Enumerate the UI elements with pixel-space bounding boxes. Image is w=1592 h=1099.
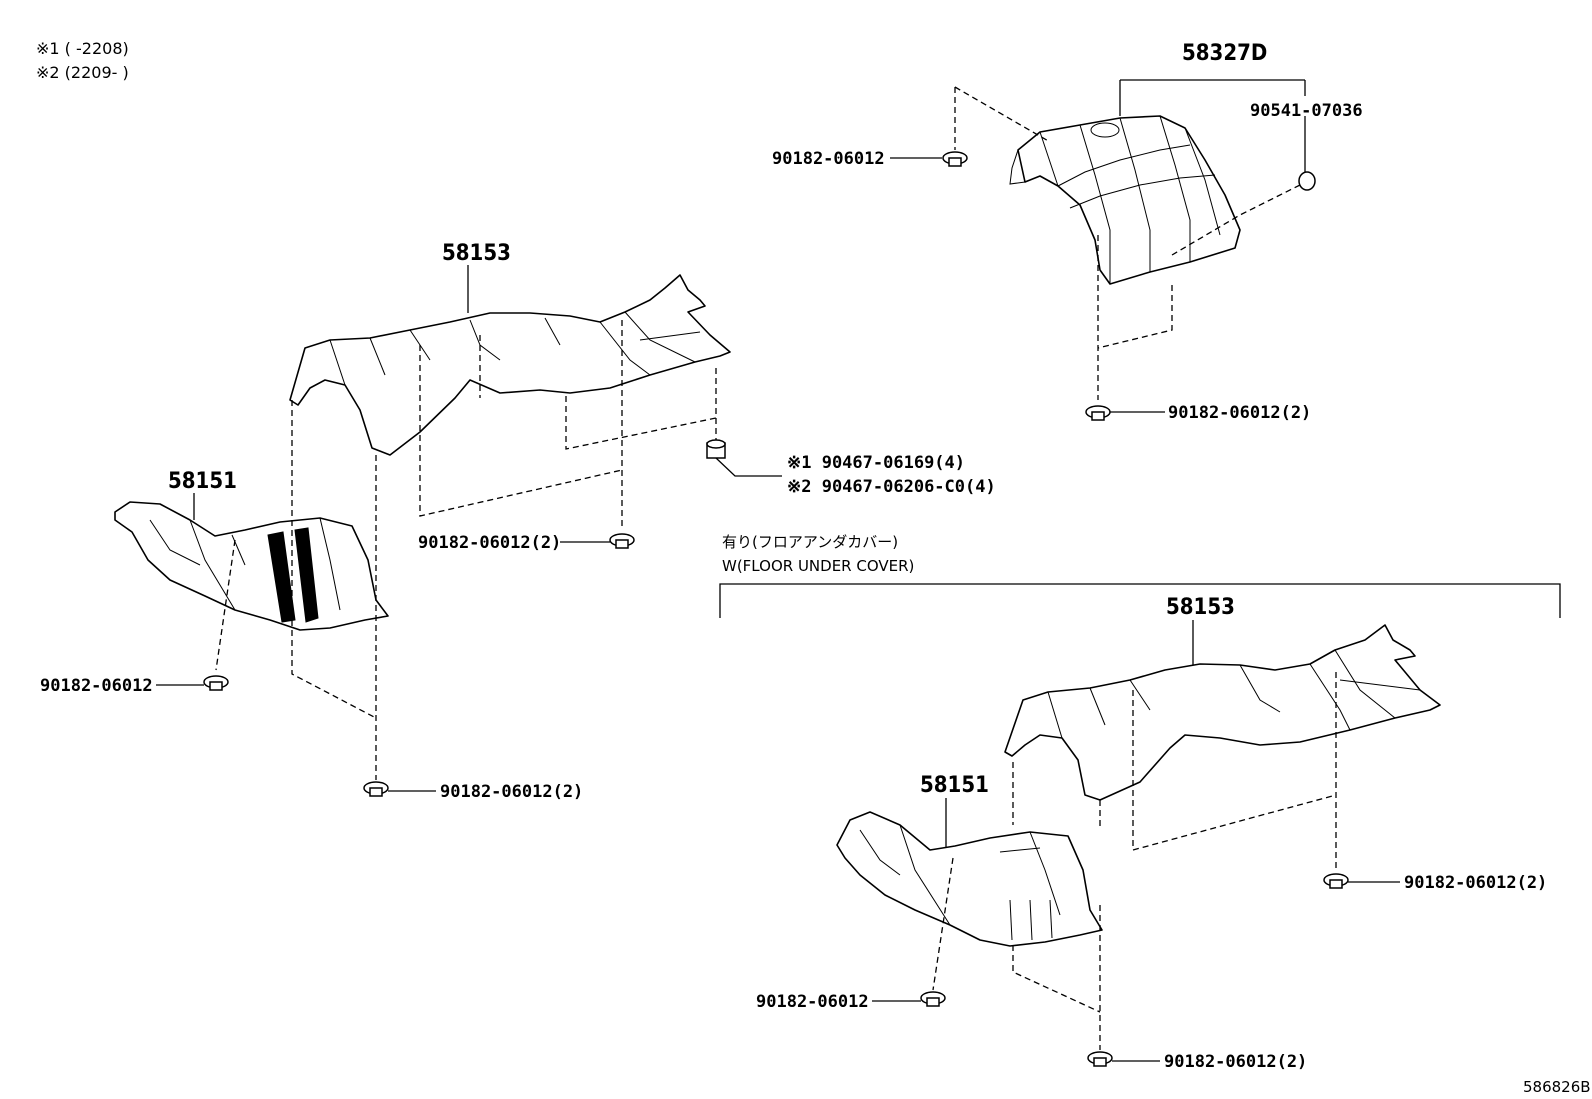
nut-90467[interactable]	[706, 439, 726, 459]
section-label-jp: 有り(フロアアンダカバー)	[722, 533, 898, 551]
dash-58151-b1	[932, 857, 954, 991]
section-label-en: W(FLOOR UNDER COVER)	[722, 557, 914, 575]
clip-90182-06012-left-b[interactable]	[920, 991, 946, 1007]
leader-nut-90467	[715, 457, 782, 477]
label-clip-bottom-b: 90182-06012(2)	[1164, 1052, 1307, 1072]
label-58153-a: 58153	[442, 241, 511, 266]
label-clip-mid: 90182-06012(2)	[418, 533, 561, 553]
dash-58153-a1	[419, 345, 623, 517]
label-nut-note1: ※1 90467-06169(4)	[787, 453, 965, 473]
diagram-id: 586826B	[1523, 1078, 1591, 1096]
heat-insulator-58153-lower[interactable]	[1004, 624, 1441, 801]
dash-58151-a1	[215, 539, 236, 671]
label-58151-b: 58151	[920, 773, 989, 798]
heat-insulator-58327d[interactable]	[1009, 115, 1241, 285]
dash-58151-b2	[1012, 945, 1101, 1013]
heat-insulator-58153-upper[interactable]	[289, 274, 731, 456]
label-clip-right-b: 90182-06012(2)	[1404, 873, 1547, 893]
label-58153-b: 58153	[1166, 595, 1235, 620]
label-nut-note2: ※2 90467-06206-C0(4)	[787, 477, 996, 497]
clip-90182-06012-top[interactable]	[942, 151, 968, 167]
dash-clip-top	[954, 86, 1051, 143]
clip-90182-06012-2-top-right[interactable]	[1085, 405, 1111, 421]
dash-90541	[1171, 184, 1301, 256]
clip-90182-06012-2-right-b[interactable]	[1323, 873, 1349, 889]
label-clip-bottom-left: 90182-06012(2)	[440, 782, 583, 802]
heat-insulator-58151-lower[interactable]	[836, 811, 1103, 947]
label-clip-top: 90182-06012	[772, 149, 885, 169]
clip-90182-06012-left[interactable]	[203, 675, 229, 691]
label-clip-left: 90182-06012	[40, 676, 153, 696]
label-58151-a: 58151	[168, 469, 237, 494]
label-clip-left-b: 90182-06012	[756, 992, 869, 1012]
note-1: ※1 ( -2208)	[36, 39, 129, 58]
clip-90182-06012-2-bottom-left[interactable]	[363, 781, 389, 797]
section-bracket	[719, 583, 1561, 618]
label-clip-top-right: 90182-06012(2)	[1168, 403, 1311, 423]
clip-90182-06012-2-mid[interactable]	[609, 533, 635, 549]
note-2: ※2 (2209- )	[36, 63, 129, 82]
heat-insulator-58151-upper[interactable]	[114, 501, 389, 631]
clip-90182-06012-2-bottom-b[interactable]	[1087, 1051, 1113, 1067]
dash-58153-a3	[565, 396, 717, 450]
dash-58327d-v2	[1097, 285, 1173, 349]
label-58327d: 58327D	[1182, 41, 1267, 66]
dash-58151-a2	[291, 400, 377, 719]
nut-90541-07036[interactable]	[1298, 171, 1316, 191]
dash-58153-b1	[1132, 690, 1337, 851]
label-90541-07036: 90541-07036	[1250, 101, 1363, 121]
